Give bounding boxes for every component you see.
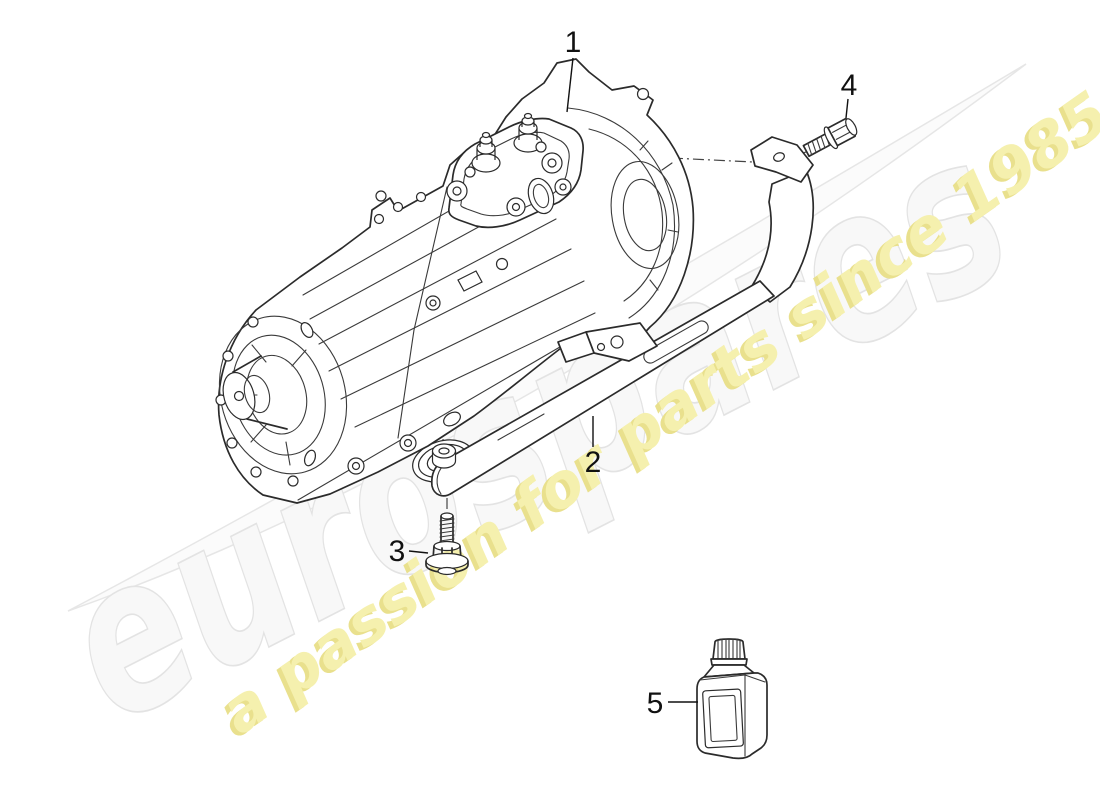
- callout-1-label[interactable]: 1: [565, 26, 582, 59]
- bell-housing: [557, 107, 680, 363]
- shift-cover: [446, 112, 584, 229]
- oil-bottle-drawing: [696, 638, 768, 760]
- bracket-rail-tube: [430, 280, 775, 497]
- bottle-cap-ribs: [717, 638, 741, 660]
- callout-1[interactable]: 1: [565, 26, 582, 113]
- transmission-drawing: [215, 58, 695, 504]
- flange-bolt-holes: [215, 316, 317, 487]
- dome-caps: [446, 141, 572, 217]
- cover-opening: [527, 177, 555, 215]
- callout-4[interactable]: 4: [841, 69, 858, 119]
- top-studs: [373, 87, 650, 225]
- bolt-threads: [439, 518, 455, 542]
- callout-3-label[interactable]: 3: [389, 535, 406, 568]
- callout-5-label[interactable]: 5: [647, 687, 664, 720]
- selector-tower: [471, 131, 501, 173]
- callout-3-leader: [408, 550, 429, 554]
- callout-2-label[interactable]: 2: [585, 446, 602, 479]
- callout-4-label[interactable]: 4: [841, 69, 858, 102]
- output-flange: [215, 315, 348, 487]
- support-bracket-drawing: [412, 136, 815, 497]
- bracket-tab-hole: [773, 152, 785, 162]
- bracket-bolt-drawing: [802, 117, 858, 158]
- bracket-strap: [751, 169, 815, 303]
- callout-5[interactable]: 5: [647, 687, 698, 720]
- rail-slot: [643, 320, 709, 364]
- output-shaft: [222, 355, 288, 430]
- mount-hub: [431, 443, 457, 469]
- callout-3[interactable]: 3: [389, 535, 429, 568]
- case-bosses: [347, 257, 509, 475]
- callout-4-leader: [845, 98, 849, 119]
- callout-1-leader: [566, 57, 574, 113]
- mount-bolt-drawing: [425, 512, 469, 576]
- bell-ticks: [639, 140, 679, 291]
- callout-2[interactable]: 2: [585, 416, 602, 479]
- bottle-label: [702, 688, 744, 749]
